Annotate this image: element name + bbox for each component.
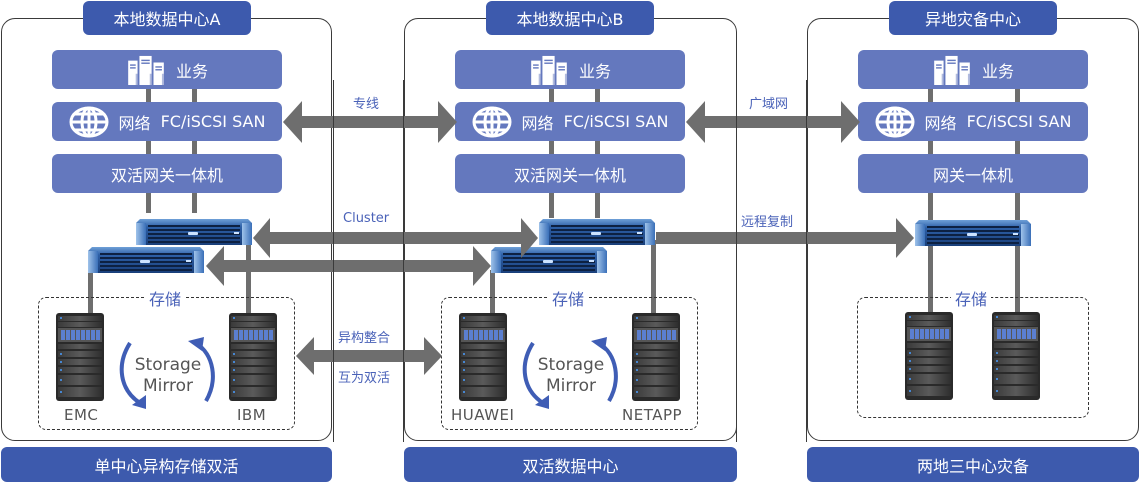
gateway-layer-b: 双活网关一体机 [455,154,685,193]
vendor-label: HUAWEI [451,406,515,424]
gateway-label: 双活网关一体机 [513,165,626,185]
gateway-layer-a: 双活网关一体机 [52,154,282,193]
business-label: 业务 [175,61,208,81]
network-label: FC/iSCSI SAN [160,112,266,131]
network-layer-b: 网络 FC/iSCSI SAN [455,102,685,141]
gateway-label: 双活网关一体机 [110,165,223,185]
footer-label-b: 双活数据中心 [404,447,737,482]
storage-label: 存储 [548,286,589,310]
footer-label-c: 两地三中心灾备 [807,447,1139,482]
connector [928,88,933,320]
cluster-label: Cluster [343,211,390,226]
panel-b-title: 本地数据中心B [486,1,654,35]
wan-arrow [686,101,860,143]
cluster-arrow [253,218,538,258]
business-label: 业务 [981,61,1014,81]
dedicated-line-arrow [283,101,457,143]
vendor-label: IBM [237,406,267,424]
wan-label: 广域网 [749,97,789,112]
mirror-label: Storage Mirror [533,355,609,397]
cluster-arrow-2 [206,246,491,286]
storage-label: 存储 [145,286,186,310]
connector [1015,88,1020,320]
mirror-line-2: Mirror [545,376,597,396]
network-prefix: 网络 [521,113,554,133]
network-prefix: 网络 [924,113,957,133]
network-layer-a: 网络 FC/iSCSI SAN [52,102,282,141]
connector [88,270,93,318]
mirror-line-1: Storage [134,355,202,375]
divider-line [403,80,405,442]
vendor-label: NETAPP [622,406,683,424]
dedicated-line-label: 专线 [353,97,380,112]
connector [595,88,600,218]
business-label: 业务 [578,61,611,81]
footer-label-a: 单中心异构存储双活 [1,447,332,482]
gateway-label: 网关一体机 [932,165,1013,185]
panel-a-title: 本地数据中心A [83,1,251,35]
connector [490,270,495,318]
heterogeneous-label-2: 互为双活 [338,371,391,386]
business-layer-c: 业务 [858,50,1088,89]
connector [651,240,656,316]
network-label: FC/iSCSI SAN [966,112,1072,131]
connector [549,88,554,218]
mirror-line-2: Mirror [142,376,194,396]
connector [146,88,151,213]
vendor-label: EMC [64,406,99,424]
mirror-arrows-icon [522,337,618,409]
connector [192,88,197,213]
connector [246,240,251,316]
panel-c-title: 异地灾备中心 [889,1,1057,35]
divider-line [333,80,335,442]
divider-line [806,80,808,442]
network-prefix: 网络 [118,113,151,133]
storage-label: 存储 [951,286,992,310]
business-layer-a: 业务 [52,50,282,89]
mirror-arrows-icon [119,337,215,409]
mirror-line-1: Storage [537,355,605,375]
divider-line [736,80,738,442]
remote-replication-arrow [656,218,914,258]
heterogeneous-arrow [296,337,442,375]
network-label: FC/iSCSI SAN [563,112,669,131]
remote-replication-label: 远程复制 [741,215,794,230]
business-layer-b: 业务 [455,50,685,89]
network-layer-c: 网络 FC/iSCSI SAN [858,102,1088,141]
gateway-layer-c: 网关一体机 [858,154,1088,193]
mirror-label: Storage Mirror [130,355,206,397]
heterogeneous-label-1: 异构整合 [338,331,391,346]
